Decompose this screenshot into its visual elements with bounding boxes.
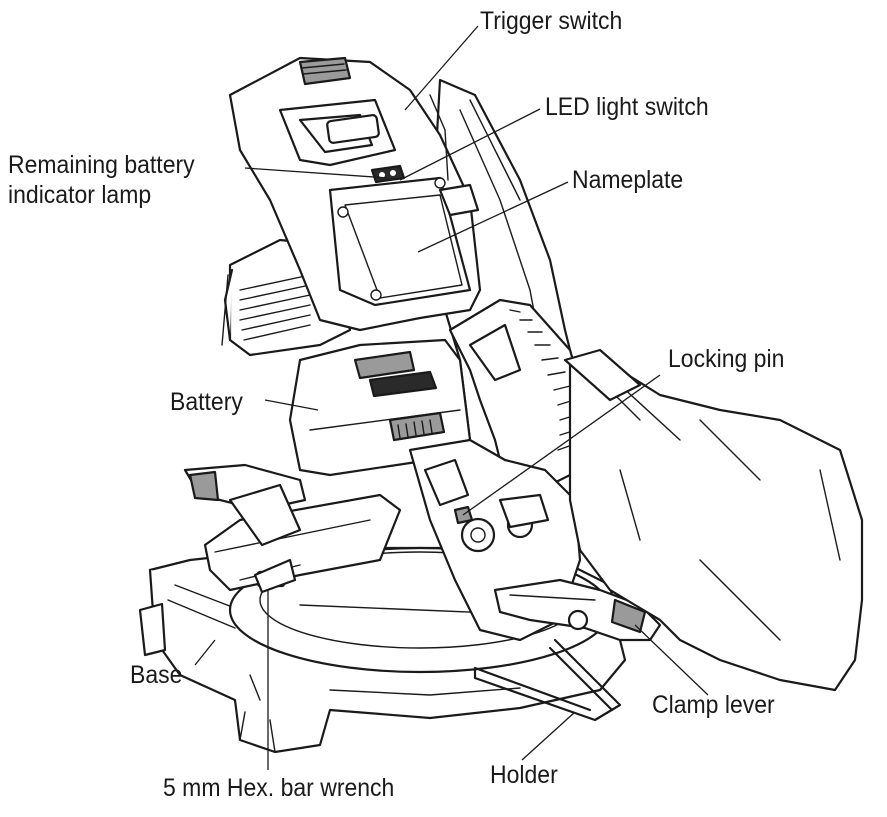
label-hex-wrench: 5 mm Hex. bar wrench: [163, 774, 395, 802]
leader-remaining-battery: [244, 167, 389, 179]
leader-trigger-switch: [404, 25, 479, 111]
leader-clamp-lever: [634, 624, 709, 696]
clamp-lever: [493, 578, 662, 642]
label-locking-pin: Locking pin: [668, 345, 785, 373]
label-remaining-battery-indicator: Remaining battery indicator lamp: [8, 150, 195, 210]
leader-lines: [194, 25, 709, 770]
leader-led-light-switch: [399, 108, 541, 181]
label-trigger-switch: Trigger switch: [480, 7, 623, 35]
label-nameplate: Nameplate: [572, 166, 684, 194]
leader-holder: [521, 711, 576, 761]
hex-wrench: [253, 558, 297, 594]
label-clamp-lever: Clamp lever: [652, 691, 775, 719]
label-holder: Holder: [490, 761, 558, 789]
label-battery: Battery: [170, 388, 243, 416]
holder-bracket: [473, 638, 622, 722]
label-base: Base: [130, 661, 183, 689]
label-led-light-switch: LED light switch: [545, 93, 709, 121]
leader-base: [194, 639, 216, 666]
handle-arm: [228, 56, 482, 332]
dust-bag: [563, 348, 864, 692]
leader-locking-pin: [462, 374, 661, 516]
label-remaining-battery-line1: Remaining battery: [8, 151, 195, 179]
battery-pack: [288, 338, 472, 477]
leader-nameplate: [417, 181, 569, 253]
label-remaining-battery-line2: indicator lamp: [8, 181, 152, 209]
leader-battery: [264, 399, 319, 411]
